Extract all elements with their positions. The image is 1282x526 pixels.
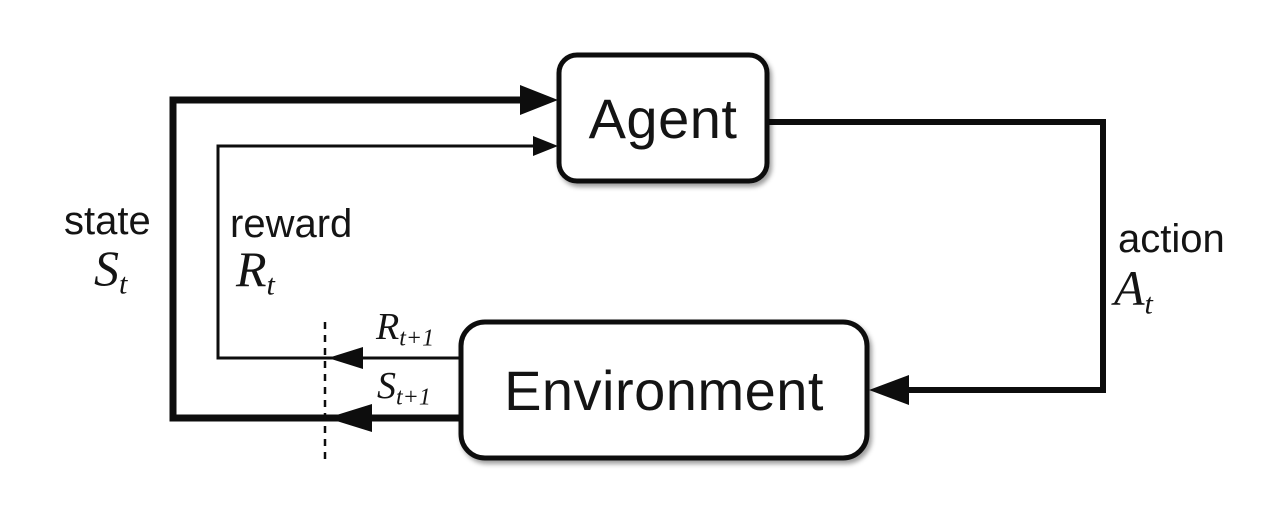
reward-symbol-label: Rt — [236, 244, 275, 300]
state-symbol-label: St — [94, 243, 127, 299]
action-symbol-subscript: t — [1144, 287, 1153, 321]
next-reward-symbol-var: R — [376, 306, 400, 348]
next-state-symbol-subscript: t+1 — [396, 384, 431, 411]
action-symbol-label: At — [1114, 263, 1153, 319]
next-reward-symbol-subscript: t+1 — [399, 325, 435, 352]
next-state-arrowhead — [327, 404, 372, 432]
agent-box — [556, 52, 770, 184]
state-symbol-subscript: t — [119, 267, 128, 301]
reward-symbol-subscript: t — [266, 268, 275, 302]
state-symbol-var: S — [94, 240, 119, 296]
next-state-symbol-var: S — [377, 365, 396, 407]
next-state-symbol-label: St+1 — [377, 367, 431, 410]
action-word-label: action — [1118, 217, 1225, 261]
environment-box-label: Environment — [504, 358, 824, 422]
action-into-environment-arrowhead — [869, 375, 909, 405]
reward-symbol-var: R — [236, 241, 267, 297]
action-loop-line — [767, 119, 1106, 393]
state-into-agent-arrowhead — [520, 85, 558, 115]
agent-box-label: Agent — [588, 86, 738, 150]
reward-word-label: reward — [230, 202, 353, 246]
environment-box — [458, 319, 870, 461]
state-word-label: state — [64, 199, 151, 243]
action-symbol-var: A — [1114, 260, 1145, 316]
reward-into-agent-arrowhead — [533, 136, 558, 156]
next-reward-arrowhead — [328, 347, 363, 369]
next-reward-symbol-label: Rt+1 — [376, 308, 434, 351]
state-loop-line — [169, 96, 524, 422]
